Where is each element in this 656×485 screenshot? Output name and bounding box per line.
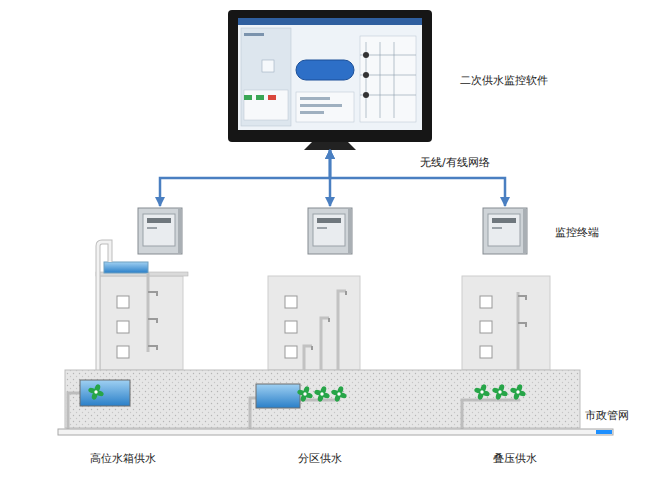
- municipal-pipe: [58, 429, 613, 435]
- pump-symbol: [474, 384, 491, 401]
- pump-symbol: [88, 384, 105, 401]
- network-arrow: [330, 150, 505, 206]
- system-caption: 分区供水: [298, 452, 342, 466]
- monitor: [228, 10, 432, 150]
- water-tank: [256, 384, 300, 408]
- ground-band: [65, 370, 580, 428]
- software-label: 二次供水监控软件: [460, 74, 548, 88]
- system-node: 高位水箱供水: [55, 206, 190, 472]
- pump-symbol: [314, 386, 331, 403]
- monitoring-terminal: [308, 208, 352, 254]
- software-node: 二次供水监控软件: [228, 10, 568, 150]
- system-caption: 叠压供水: [493, 452, 537, 466]
- pump-symbol: [331, 386, 348, 403]
- water-flow: [596, 430, 612, 434]
- system-caption: 高位水箱供水: [90, 452, 156, 466]
- monitoring-terminal: [483, 208, 527, 254]
- system-node: 分区供水: [250, 206, 390, 472]
- pipe-label: 市政管网: [583, 409, 631, 423]
- terminal-label: 监控终端: [553, 226, 601, 240]
- network-arrow: [160, 150, 330, 206]
- edge-label: 无线/有线网络: [418, 156, 492, 170]
- water-tank: [80, 380, 130, 406]
- pump-symbol: [297, 386, 314, 403]
- pump-symbol: [510, 384, 527, 401]
- system-node: 叠压供水: [450, 206, 580, 472]
- pump-symbol: [492, 384, 509, 401]
- monitoring-terminal: [138, 208, 182, 254]
- building: [96, 242, 188, 388]
